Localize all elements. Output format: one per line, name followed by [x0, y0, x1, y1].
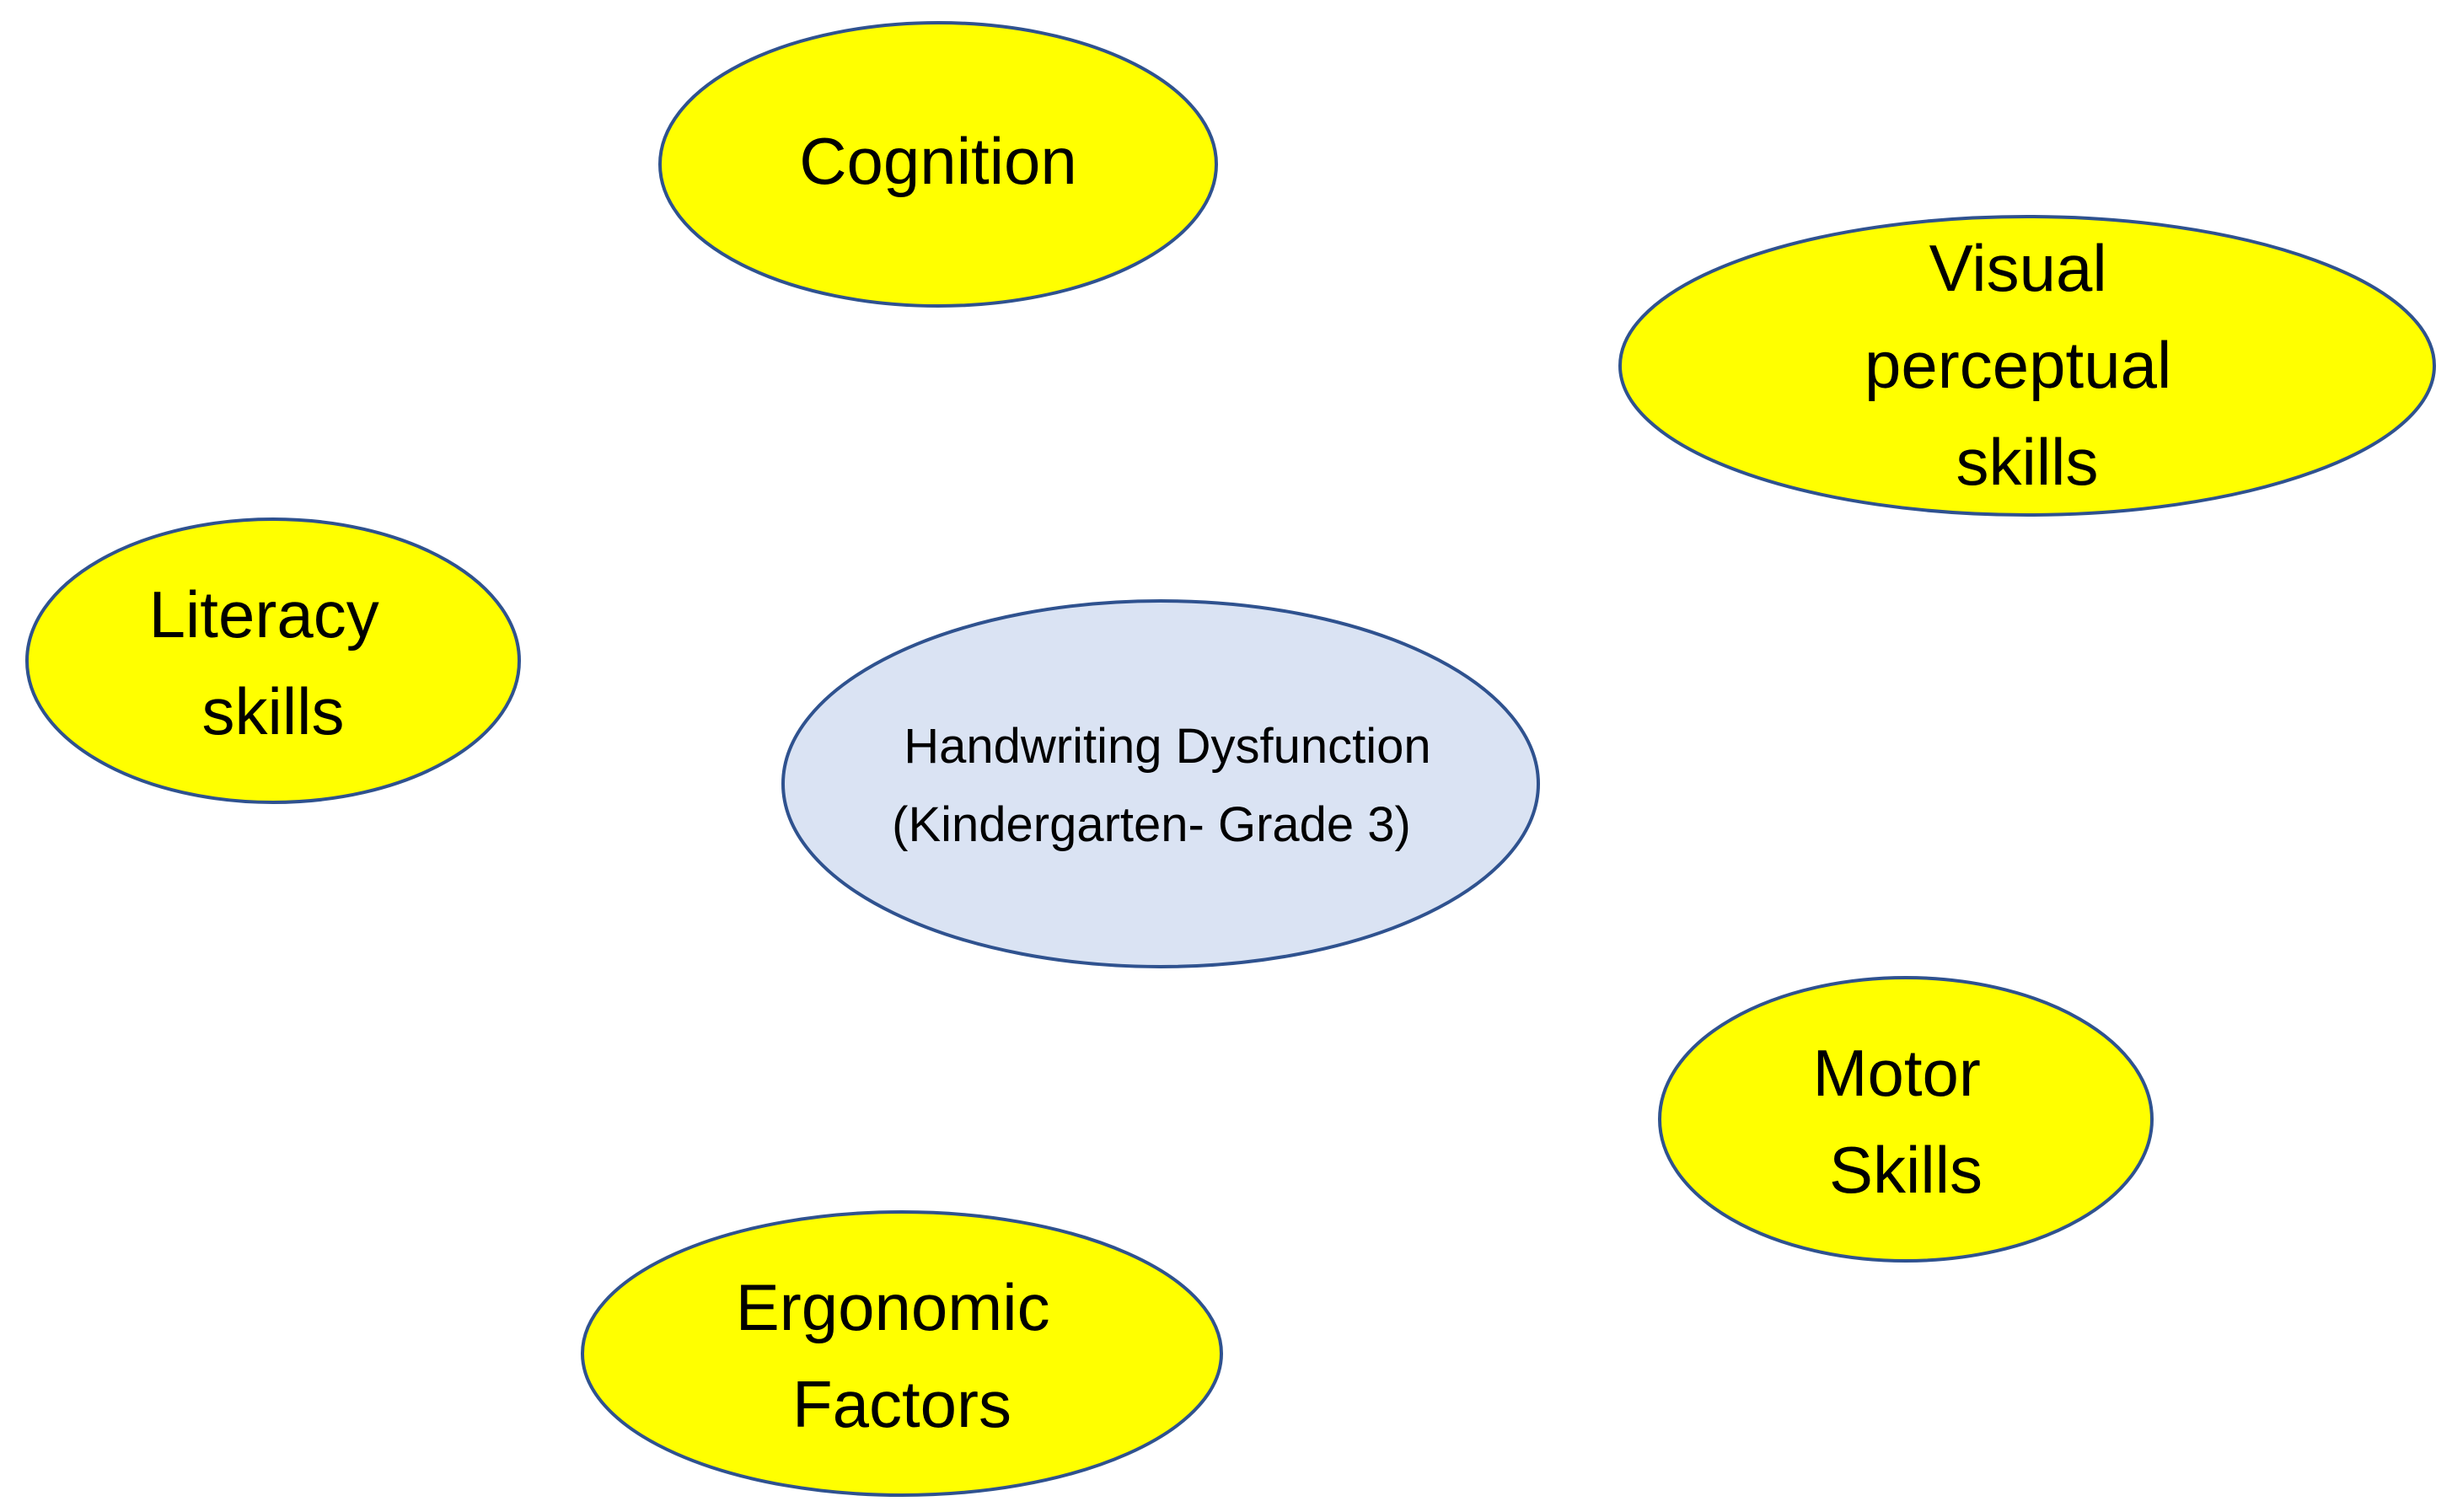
factor-node-label-line: Motor: [1812, 1036, 1980, 1110]
factor-node-shape: [1618, 215, 2436, 517]
center-node-label-line: Handwriting Dysfunction: [904, 719, 1430, 774]
center-node-shape: [781, 599, 1540, 968]
factor-node-label: Visual perceptual skills: [1864, 231, 2190, 499]
factor-node-label-line: perceptual: [1864, 328, 2171, 402]
center-node-label-line: (Kindergarten- Grade 3): [892, 797, 1411, 852]
factor-node-label-line: Factors: [792, 1367, 1011, 1441]
factor-node-label: Ergonomic Factors: [736, 1270, 1069, 1441]
factor-node-label: Motor Skills: [1812, 1036, 1999, 1207]
factor-node-shape: [581, 1210, 1223, 1497]
center-node-label: Handwriting Dysfunction (Kindergarten- G…: [892, 719, 1445, 852]
factor-node-literacy: Literacy skills: [25, 517, 521, 804]
factor-node-label-line: Skills: [1829, 1133, 1983, 1207]
factor-node-label-line: Literacy: [149, 577, 379, 651]
factor-node-motor: Motor Skills: [1658, 976, 2154, 1263]
factor-node-shape: [25, 517, 521, 804]
factor-node-label-line: Cognition: [799, 124, 1077, 198]
factor-node-label-line: Ergonomic: [736, 1270, 1050, 1344]
factor-node-label-line: skills: [202, 674, 345, 748]
factor-node-label-line: skills: [1956, 425, 2099, 499]
factor-node-shape: [1658, 976, 2154, 1263]
factor-node-ergonomic: Ergonomic Factors: [581, 1210, 1223, 1497]
factor-node-shape: [658, 21, 1218, 308]
factor-node-label: Literacy skills: [149, 577, 398, 748]
factor-node-label-line: Visual: [1929, 231, 2107, 305]
factor-node-label: Cognition: [799, 124, 1077, 198]
factor-node-visual-perceptual: Visual perceptual skills: [1618, 215, 2436, 517]
factor-node-cognition: Cognition: [658, 21, 1218, 308]
center-node: Handwriting Dysfunction (Kindergarten- G…: [781, 599, 1540, 968]
